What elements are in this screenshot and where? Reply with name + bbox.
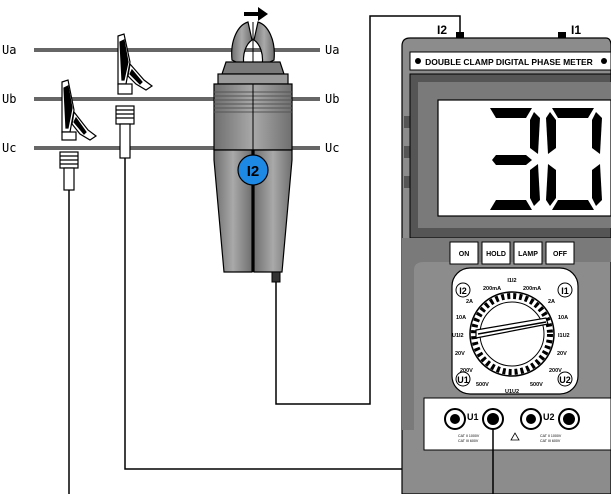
dial-label-200v-right: 200V xyxy=(549,368,562,374)
lcd-digit-3 xyxy=(490,108,540,210)
hold-button-label: HOLD xyxy=(486,251,506,258)
terminal-u1-plus[interactable] xyxy=(482,408,504,430)
meter-buttons: ON HOLD LAMP OFF xyxy=(449,241,575,265)
dial-label-200v-left: 200V xyxy=(460,368,473,374)
ub-left-label: Ub xyxy=(2,92,16,106)
terminal-u2-com[interactable] xyxy=(520,408,542,430)
lamp-button-label: LAMP xyxy=(518,251,538,258)
terminal-u2-plus[interactable] xyxy=(558,408,580,430)
dial-corner-i2: I2 xyxy=(459,286,467,296)
uc-left-label: Uc xyxy=(2,141,16,155)
clamp-badge xyxy=(237,154,269,186)
clamp-badge-label: I2 xyxy=(247,163,260,180)
dial-label-10a-right: 10A xyxy=(558,315,568,321)
meter-title: DOUBLE CLAMP DIGITAL PHASE METER xyxy=(425,57,593,67)
jack-i1 xyxy=(558,32,566,40)
meter-title-strip xyxy=(409,51,611,71)
off-button[interactable] xyxy=(545,241,575,265)
current-direction-arrow-icon xyxy=(244,7,268,21)
dial-label-200ma-left: 200mA xyxy=(483,286,501,292)
cat-right-line1: CAT II 1000V xyxy=(540,434,562,438)
dial-label-2a-left: 2A xyxy=(466,299,473,305)
uc-right-label: Uc xyxy=(325,141,339,155)
dial-label-2a-right: 2A xyxy=(548,299,555,305)
lcd-digit-0 xyxy=(546,108,602,210)
dial-corner-u1: U1 xyxy=(457,375,469,385)
hold-button[interactable] xyxy=(481,241,511,265)
dial-label-i1u2: I1U2 xyxy=(558,333,570,339)
dial-label-200ma-right: 200mA xyxy=(523,286,541,292)
bus-bar-uc: Uc Uc xyxy=(2,141,339,155)
ua-left-label: Ua xyxy=(2,43,16,57)
dial-label-500v-left: 500V xyxy=(476,382,489,388)
cat-right-line2: CAT III 600V xyxy=(540,439,561,443)
terminal-u1-com[interactable] xyxy=(444,408,466,430)
ua-right-label: Ua xyxy=(325,43,339,57)
off-button-label: OFF xyxy=(553,251,568,258)
lcd-reading: 30 xyxy=(0,0,2,1)
jack-i2-label: I2 xyxy=(437,23,447,37)
cat-left-line2: CAT III 600V xyxy=(458,439,479,443)
terminal-u2-label: U2 xyxy=(543,412,555,422)
dial-label-20v-left: 20V xyxy=(455,351,465,357)
dial-label-10a-left: 10A xyxy=(456,315,466,321)
ub-right-label: Ub xyxy=(325,92,339,106)
on-button-label: ON xyxy=(459,251,470,258)
dial-label-i1i2: I1I2 xyxy=(507,278,516,284)
dial-label-20v-right: 20V xyxy=(557,351,567,357)
jack-i2 xyxy=(456,32,464,40)
dial-corner-u2: U2 xyxy=(559,375,571,385)
dial-corner-i1: I1 xyxy=(561,286,569,296)
jack-i1-label: I1 xyxy=(571,23,581,37)
dial-label-u1i2: U1I2 xyxy=(452,333,464,339)
terminal-u1-label: U1 xyxy=(467,412,479,422)
on-button[interactable] xyxy=(449,241,479,265)
alligator-clip-uc xyxy=(59,79,98,494)
bus-bar-ua: Ua Ua xyxy=(2,43,339,57)
lamp-button[interactable] xyxy=(513,241,543,265)
warning-triangle-icon xyxy=(510,432,520,441)
dial-label-500v-right: 500V xyxy=(530,382,543,388)
rotary-switch[interactable] xyxy=(469,291,555,377)
cat-left-line1: CAT II 1000V xyxy=(458,434,480,438)
dial-label-u1u2: U1U2 xyxy=(505,389,519,395)
bus-bar-ub: Ub Ub xyxy=(2,92,339,106)
current-clamp: I2 xyxy=(213,7,461,405)
